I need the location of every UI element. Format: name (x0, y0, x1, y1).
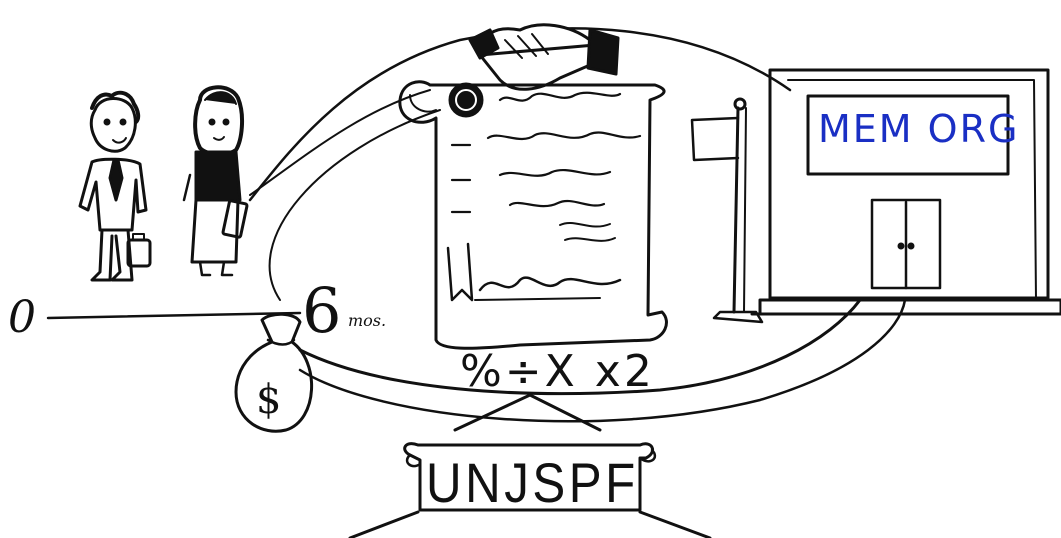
handshake-icon (470, 25, 618, 89)
timeline-period-number: 6 (302, 280, 341, 342)
man-figure (80, 93, 150, 280)
flag-icon (692, 99, 762, 322)
contract-scroll-icon (400, 82, 667, 349)
timeline-period-unit: mos. (348, 313, 386, 329)
woman-figure (184, 87, 247, 275)
timeline-line (48, 313, 300, 318)
organization-sign: MEM ORG (818, 110, 1004, 148)
timeline-start-label: 0 (8, 296, 36, 340)
fund-banner-label: UNJSPF (426, 455, 602, 511)
dollar-sign: $ (256, 380, 281, 420)
formula-text: %÷X x2 (460, 350, 655, 394)
